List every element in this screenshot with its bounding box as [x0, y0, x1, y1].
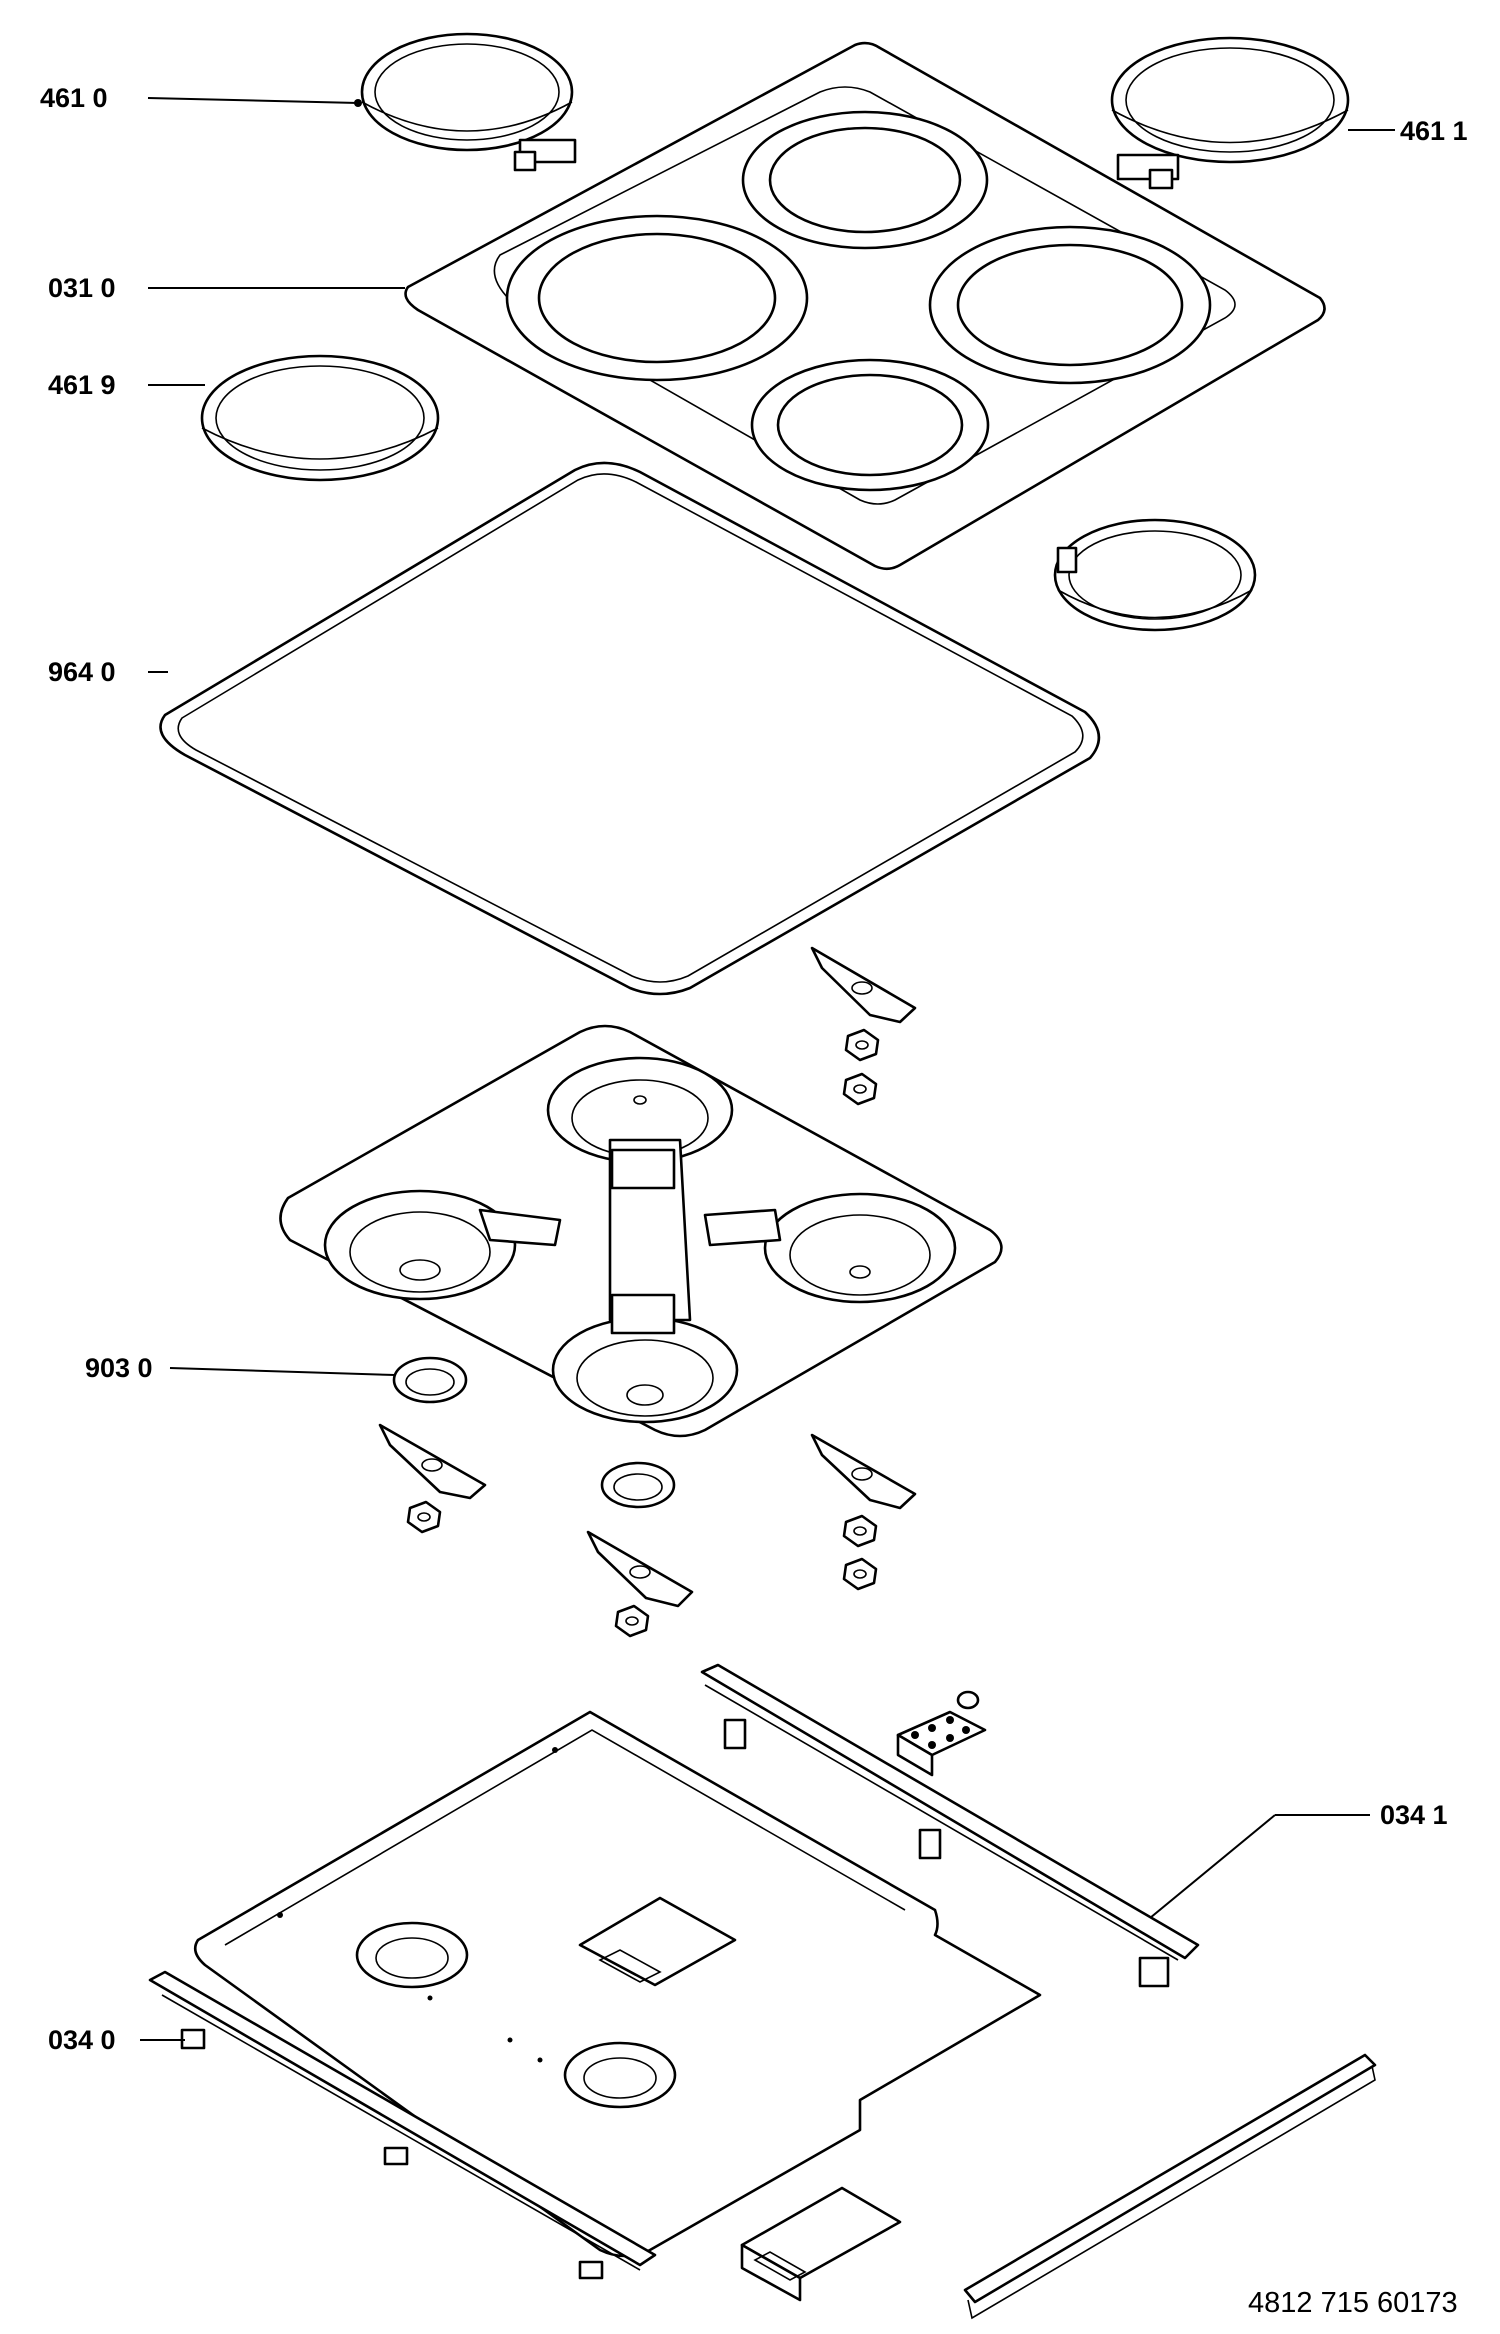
leader-lines: [140, 97, 1395, 2041]
hotplate-461-9: [200, 354, 440, 482]
label-964-0: 964 0: [48, 657, 116, 687]
cooktop-hob-rear: [741, 110, 989, 250]
clamp-bracket: [378, 1423, 487, 1500]
nut: [842, 1557, 878, 1591]
label-031-0: 031 0: [48, 273, 116, 303]
label-461-1: 461 1: [1400, 116, 1468, 146]
cooktop-031-0: [404, 41, 1326, 571]
base-plate: [193, 1710, 1042, 2258]
label-461-9: 461 9: [48, 370, 116, 400]
gasket-964-0: [159, 461, 1101, 996]
support-tray: [279, 1024, 1003, 1438]
document-number: 4812 715 60173: [1248, 2287, 1458, 2319]
terminal-block: [896, 1690, 987, 1777]
control-box: [740, 2186, 902, 2302]
clamp-bracket: [810, 1433, 917, 1510]
side-rail: [963, 2053, 1377, 2320]
hotplate-461-1: [1110, 36, 1350, 190]
clamp-bracket: [586, 1530, 694, 1608]
clamp-bracket: [810, 946, 917, 1024]
ring-clip: [600, 1461, 676, 1509]
nut: [614, 1604, 650, 1638]
label-034-1: 034 1: [1380, 1800, 1448, 1830]
label-903-0: 903 0: [85, 1353, 153, 1383]
nut: [842, 1514, 878, 1548]
nut: [842, 1072, 878, 1106]
cooktop-hob-left: [505, 214, 809, 382]
cooktop-hob-right: [928, 225, 1212, 385]
hotplate-right: [1053, 518, 1257, 632]
rail-034-0: [148, 1970, 657, 2280]
label-461-0: 461 0: [40, 83, 108, 113]
label-034-0: 034 0: [48, 2025, 116, 2055]
hotplate-461-0: [360, 32, 577, 172]
rail-034-1: [700, 1663, 1200, 1988]
nut: [844, 1028, 880, 1062]
nut: [406, 1500, 442, 1534]
cooktop-hob-front: [750, 358, 990, 492]
ring-clip-903-0: [392, 1356, 468, 1404]
